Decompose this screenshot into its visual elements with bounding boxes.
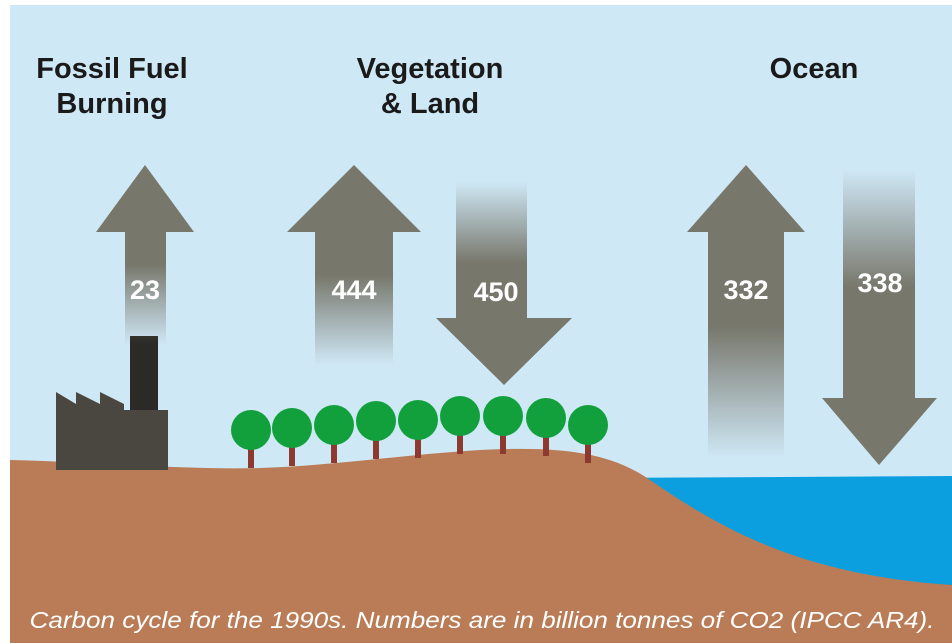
tree-icon (314, 405, 354, 463)
flow-value-vegetation-up: 444 (331, 275, 376, 305)
tree-crown (568, 405, 608, 445)
tree-icon (483, 396, 523, 454)
heading-vegetation-line1: Vegetation (357, 53, 504, 85)
factory-chimney (130, 336, 158, 416)
flow-value-ocean-down: 338 (857, 268, 902, 298)
tree-icon (272, 408, 312, 466)
tree-icon (440, 396, 480, 454)
heading-fossil-line2: Burning (56, 88, 167, 120)
flow-value-ocean-up: 332 (723, 275, 768, 305)
tree-crown (398, 400, 438, 440)
flow-value-vegetation-down: 450 (473, 277, 518, 307)
tree-icon (526, 398, 566, 456)
arrow-ocean-up (687, 165, 805, 458)
heading-fossil-line1: Fossil Fuel (36, 53, 187, 85)
arrow-fossil-up (96, 165, 194, 345)
factory-building (56, 392, 168, 470)
flow-value-fossil-up: 23 (130, 275, 160, 305)
tree-crown (483, 396, 523, 436)
tree-icon (568, 405, 608, 463)
tree-icon (231, 410, 271, 468)
tree-crown (272, 408, 312, 448)
tree-crown (526, 398, 566, 438)
factory-icon (56, 336, 168, 470)
heading-vegetation-line2: & Land (381, 88, 479, 120)
tree-icon (398, 400, 438, 458)
frame-left (0, 0, 10, 643)
frame-top (0, 0, 952, 5)
tree-crown (314, 405, 354, 445)
arrow-vegetation-down (436, 182, 572, 385)
ground (10, 448, 952, 643)
tree-crown (231, 410, 271, 450)
tree-crown (440, 396, 480, 436)
arrow-ocean-down (822, 170, 937, 465)
tree-row (231, 396, 608, 468)
caption: Carbon cycle for the 1990s. Numbers are … (30, 607, 935, 633)
tree-icon (356, 401, 396, 459)
heading-ocean: Ocean (770, 53, 859, 85)
tree-crown (356, 401, 396, 441)
arrow-vegetation-up (287, 165, 421, 365)
